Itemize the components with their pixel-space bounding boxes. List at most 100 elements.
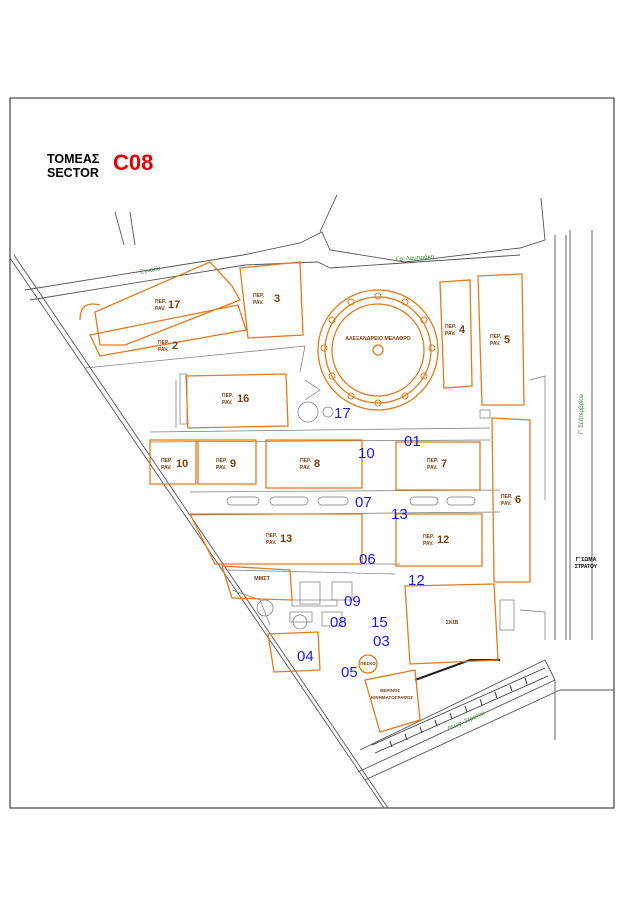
- street-egnatia: Εγνατία: [140, 266, 162, 276]
- svg-text:PAV.: PAV.: [300, 465, 311, 471]
- pavilion-7-label: ΠΕΡ.PAV.7: [427, 458, 447, 471]
- svg-text:4: 4: [459, 324, 466, 336]
- gate-markers: 17 01 10 07 13 06 12 09 08 15 03 04 05: [297, 405, 425, 681]
- svg-text:ΠΕΡ.: ΠΕΡ.: [423, 534, 435, 540]
- pavilion-13-outline: [188, 513, 363, 565]
- gate-05[interactable]: 05: [341, 664, 358, 681]
- svg-text:PAV.: PAV.: [490, 341, 501, 347]
- svg-text:5: 5: [504, 334, 510, 346]
- svg-text:ΠΕΡ.: ΠΕΡ.: [445, 324, 457, 330]
- svg-text:ΠΕΡ.: ΠΕΡ.: [158, 340, 170, 346]
- svg-text:ΠΕΡ.: ΠΕΡ.: [490, 334, 502, 340]
- svg-text:ΠΕΡ.: ΠΕΡ.: [266, 533, 278, 539]
- svg-text:PAV.: PAV.: [445, 331, 456, 337]
- street-lamprakis: Γρ. Λαμπράκη: [396, 253, 434, 263]
- svg-text:PAV.: PAV.: [266, 540, 277, 546]
- svg-text:PAV.: PAV.: [158, 347, 169, 353]
- pavilion-9-label: ΠΕΡ.PAV.9: [216, 458, 236, 471]
- gate-06[interactable]: 06: [359, 551, 376, 568]
- pavilion-4-label: ΠΕΡ.PAV.4: [445, 324, 466, 337]
- landmark-labels: ΑΛΕΞΑΝΔΡΕΙΟ ΜΕΛΑΘΡΟ ΜΜΣΤ ΣΚΙΒ ΠΕΣΚΟ ΘΕΡΙ…: [254, 336, 598, 700]
- pesco-outline: [358, 654, 378, 674]
- svg-text:ΠΕΡ.: ΠΕΡ.: [222, 393, 234, 399]
- svg-text:PAV.: PAV.: [222, 400, 233, 406]
- label-cinema-line2: ΚΙΝΗΜΑΤΟΓΡΑΦΟΣ: [371, 695, 413, 700]
- pavilion-5-label: ΠΕΡ.PAV.5: [490, 334, 510, 347]
- svg-text:PAV.: PAV.: [427, 465, 438, 471]
- pavilion-3-outline: [239, 261, 304, 339]
- pavilion-8-label: ΠΕΡ.PAV.8: [300, 458, 320, 471]
- pavilion-12-outline: [395, 513, 483, 567]
- label-mmst: ΜΜΣΤ: [254, 576, 270, 582]
- building-outlines: [79, 261, 531, 733]
- street-stratou: Λεωφ. Στρατού: [447, 711, 486, 733]
- gate-17[interactable]: 17: [334, 405, 351, 422]
- svg-text:16: 16: [237, 393, 249, 405]
- label-cinema-line1: ΘΕΡΙΝΟΣ: [380, 688, 401, 693]
- gate-12[interactable]: 12: [408, 572, 425, 589]
- sector-label-greek: ΤΟΜΕΑΣ: [47, 152, 100, 166]
- svg-text:PAV.: PAV.: [423, 541, 434, 547]
- pavilion-17-outline: [94, 261, 241, 346]
- label-army-line1: Γ' ΣΩΜΑ: [576, 557, 597, 563]
- svg-text:7: 7: [441, 458, 447, 470]
- svg-text:13: 13: [280, 533, 292, 545]
- pavilion-13-label: ΠΕΡ.PAV.13: [266, 533, 292, 546]
- gate-09[interactable]: 09: [344, 593, 361, 610]
- label-pesco: ΠΕΣΚΟ: [360, 661, 376, 666]
- summer-cinema-outline: [364, 669, 421, 733]
- svg-text:PAV.: PAV.: [161, 465, 172, 471]
- gate-07[interactable]: 07: [355, 494, 372, 511]
- sector-code: C08: [113, 150, 154, 175]
- svg-text:8: 8: [314, 458, 320, 470]
- arena-windows: [320, 292, 436, 407]
- svg-text:ΠΕΡ.: ΠΕΡ.: [155, 299, 167, 305]
- svg-text:9: 9: [230, 458, 236, 470]
- svg-text:ΠΕΡ.: ΠΕΡ.: [161, 458, 173, 464]
- label-alexandreio: ΑΛΕΞΑΝΔΡΕΙΟ ΜΕΛΑΘΡΟ: [345, 336, 410, 342]
- svg-text:ΠΕΡ.: ΠΕΡ.: [216, 458, 228, 464]
- pavilion-labels: ΠΕΡ.PAV.17 ΠΕΡ.PAV.3 ΠΕΡ.PAV.2 ΠΕΡ.PAV.4…: [155, 293, 521, 547]
- pavilion-12-label: ΠΕΡ.PAV.12: [423, 534, 449, 547]
- pavilion-17-label: ΠΕΡ.PAV.17: [155, 299, 180, 312]
- svg-text:12: 12: [437, 534, 449, 546]
- svg-text:ΠΕΡ.: ΠΕΡ.: [427, 458, 439, 464]
- block-04-outline: [267, 631, 321, 673]
- pavilion-2-label: ΠΕΡ.PAV.2: [158, 340, 178, 353]
- pavilion-7-outline: [395, 441, 481, 491]
- sector-label-english: SECTOR: [47, 166, 99, 180]
- pavilion-10-label: ΠΕΡ.PAV. 10: [161, 458, 188, 471]
- pavilion-6-label: ΠΕΡ.PAV.6: [501, 494, 521, 507]
- pavilion-3-label: ΠΕΡ.PAV.3: [253, 293, 280, 306]
- svg-text:10: 10: [176, 458, 188, 470]
- svg-text:3: 3: [274, 293, 280, 305]
- svg-text:ΠΕΡ.: ΠΕΡ.: [501, 494, 513, 500]
- pavilion-4-outline: [439, 279, 473, 389]
- label-skib: ΣΚΙΒ: [446, 620, 459, 626]
- street-lines: [9, 194, 614, 809]
- gate-03[interactable]: 03: [373, 633, 390, 650]
- internal-roads: [84, 345, 546, 640]
- gate-04[interactable]: 04: [297, 648, 314, 665]
- pavilion-8-outline: [265, 439, 363, 489]
- svg-text:ΠΕΡ.: ΠΕΡ.: [253, 293, 265, 299]
- gate-13[interactable]: 13: [391, 506, 408, 523]
- gate-08[interactable]: 08: [330, 614, 347, 631]
- pavilion-16-outline: [185, 373, 289, 429]
- svg-text:PAV.: PAV.: [501, 501, 512, 507]
- pavilion-9-outline: [197, 439, 257, 485]
- svg-text:2: 2: [172, 340, 178, 352]
- pavilion-2-outline: [89, 304, 247, 357]
- svg-text:PAV.: PAV.: [216, 465, 227, 471]
- gate-01[interactable]: 01: [404, 433, 421, 450]
- svg-text:6: 6: [515, 494, 521, 506]
- svg-text:PAV.: PAV.: [155, 306, 166, 312]
- mmst-outline: [221, 565, 293, 601]
- label-army-line2: ΣΤΡΑΤΟΥ: [575, 564, 598, 570]
- gate-10[interactable]: 10: [358, 445, 375, 462]
- map-frame: [9, 97, 615, 809]
- street-eleftheriou: Γ' Σεπτεμβρίου: [579, 394, 585, 434]
- gate-15[interactable]: 15: [371, 614, 388, 631]
- svg-text:17: 17: [168, 299, 180, 311]
